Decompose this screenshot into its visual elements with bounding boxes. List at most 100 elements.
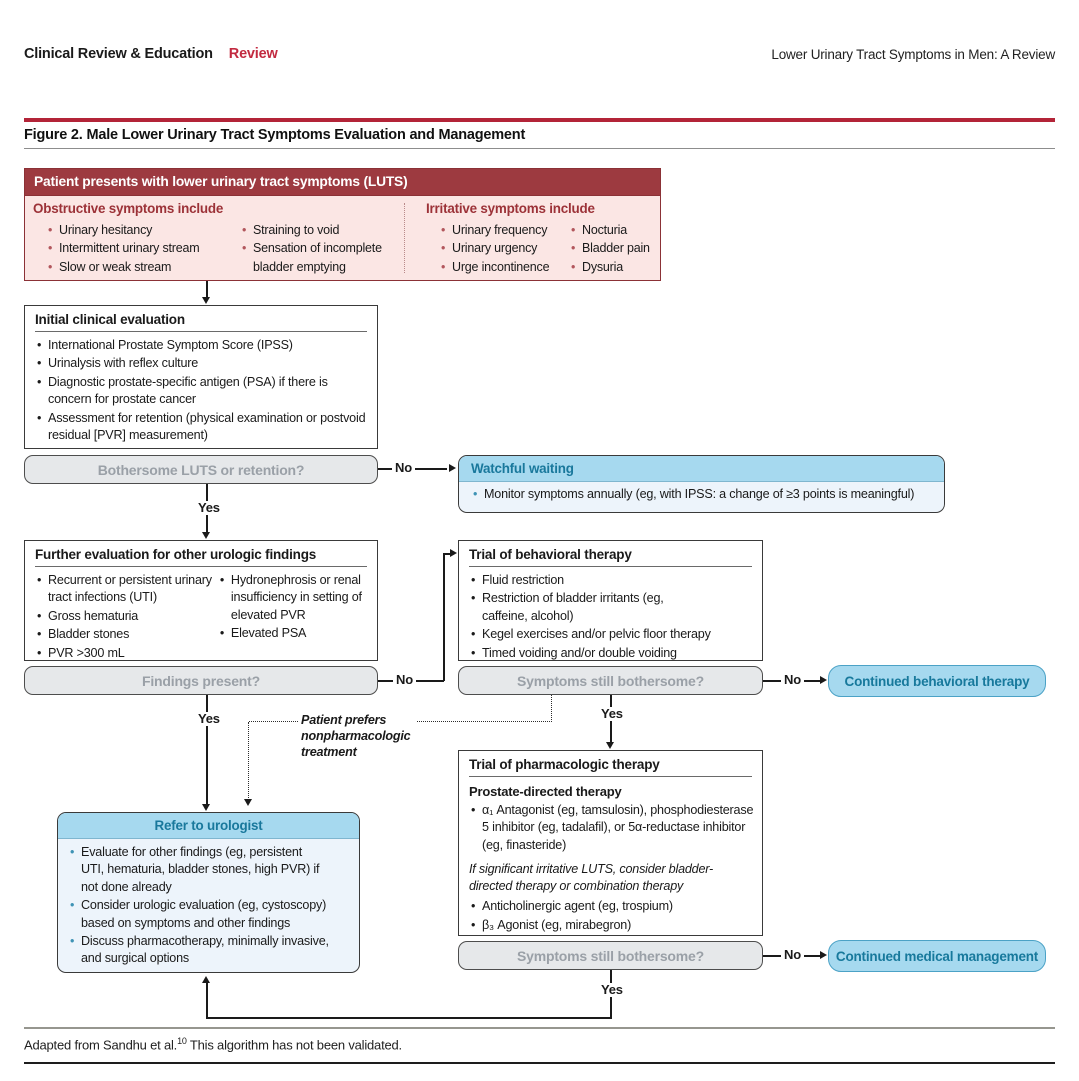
behavioral-therapy-list: Fluid restrictionRestriction of bladder … (459, 572, 762, 662)
title-rule (24, 148, 1055, 149)
connector-line (443, 553, 445, 681)
footnote-reference: 10 (177, 1036, 187, 1046)
list-item: Recurrent or persistent urinary tract in… (37, 572, 214, 607)
behavioral-therapy-title: Trial of behavioral therapy (469, 547, 632, 562)
watchful-waiting-title: Watchful waiting (459, 456, 944, 482)
irritative-luts-note: If significant irritative LUTS, consider… (469, 862, 714, 893)
arrowhead (449, 464, 456, 472)
refer-urologist-list: Evaluate for other findings (eg, persist… (58, 844, 359, 968)
decision-bothersome-luts: Bothersome LUTS or retention? (24, 455, 378, 484)
irritative-list-1: Urinary frequencyUrinary urgencyUrge inc… (430, 221, 558, 277)
connector-line (206, 1017, 612, 1019)
list-item: International Prostate Symptom Score (IP… (37, 337, 371, 355)
irritative-list-2: NocturiaBladder painDysuria (560, 221, 660, 277)
list-item: Diagnostic prostate-specific antigen (PS… (37, 374, 371, 409)
arrowhead (202, 297, 210, 304)
list-item: PVR >300 mL (37, 645, 214, 663)
divider (469, 776, 752, 777)
obstructive-list-1: Urinary hesitancyIntermittent urinary st… (37, 221, 221, 277)
patient-presents-box: Patient presents with lower urinary trac… (24, 168, 661, 196)
obstructive-list-2: Straining to voidSensation of incomplete… (231, 221, 403, 276)
arrowhead (606, 742, 614, 749)
decision-findings-present: Findings present? (24, 666, 378, 695)
journal-section-label: Clinical Review & Education (24, 46, 213, 62)
pharmacologic-therapy-box: Trial of pharmacologic therapy Prostate-… (458, 750, 763, 936)
dotted-connector (248, 722, 249, 800)
connector-line (206, 281, 208, 298)
further-evaluation-list-2: Hydronephrosis or renal insufficiency in… (220, 572, 377, 663)
list-item: Intermittent urinary stream (48, 239, 221, 258)
red-rule (24, 118, 1055, 122)
arrowhead (820, 676, 827, 684)
list-item: Consider urologic evaluation (eg, cystos… (70, 897, 353, 932)
yes-label: Yes (598, 983, 626, 997)
initial-evaluation-title: Initial clinical evaluation (35, 312, 185, 327)
divider (35, 331, 367, 332)
further-evaluation-title: Further evaluation for other urologic fi… (35, 547, 317, 562)
list-item: Kegel exercises and/or pelvic floor ther… (471, 626, 756, 644)
dotted-connector (551, 695, 552, 722)
refer-urologist-title: Refer to urologist (58, 813, 359, 839)
continued-medical-box: Continued medical management (828, 940, 1046, 972)
no-label: No (393, 673, 416, 687)
list-item: Urinary frequency (441, 221, 558, 240)
list-item: Gross hematuria (37, 608, 214, 626)
list-item: Timed voiding and/or double voiding (471, 645, 756, 663)
initial-evaluation-list: International Prostate Symptom Score (IP… (25, 337, 377, 444)
no-label: No (781, 948, 804, 962)
connector-line (443, 553, 451, 555)
list-item: Urinary urgency (441, 239, 558, 258)
initial-evaluation-box: Initial clinical evaluation Internationa… (24, 305, 378, 449)
divider (35, 566, 367, 567)
divider (469, 566, 752, 567)
list-item: β₃ Agonist (eg, mirabegron) (471, 917, 756, 935)
figure-title: Figure 2. Male Lower Urinary Tract Sympt… (24, 127, 526, 143)
yes-label: Yes (195, 712, 223, 726)
prostate-directed-subhead: Prostate-directed therapy (469, 784, 622, 799)
prefers-nonpharmacologic-note: Patient prefers nonpharmacologic treatme… (299, 711, 417, 761)
list-item: Urinary hesitancy (48, 221, 221, 240)
list-item: Dysuria (571, 258, 660, 277)
symptoms-box: Obstructive symptoms include Urinary hes… (24, 196, 661, 281)
list-item: Sensation of incomplete bladder emptying (242, 239, 403, 276)
obstructive-heading: Obstructive symptoms include (33, 201, 224, 216)
arrowhead (244, 799, 252, 806)
arrowhead (202, 532, 210, 539)
list-item: Evaluate for other findings (eg, persist… (70, 844, 322, 896)
watchful-waiting-box: Watchful waiting Monitor symptoms annual… (458, 455, 945, 513)
list-item: Restriction of bladder irritants (eg, ca… (471, 590, 689, 625)
arrowhead (820, 951, 827, 959)
list-item: Straining to void (242, 221, 403, 240)
refer-urologist-box: Refer to urologist Evaluate for other fi… (57, 812, 360, 973)
list-item: Urge incontinence (441, 258, 558, 277)
list-item: Slow or weak stream (48, 258, 221, 277)
list-item: Fluid restriction (471, 572, 756, 590)
arrowhead (202, 976, 210, 983)
symptoms-divider (404, 203, 405, 273)
further-evaluation-box: Further evaluation for other urologic fi… (24, 540, 378, 663)
list-item: Discuss pharmacotherapy, minimally invas… (70, 933, 332, 968)
no-label: No (781, 673, 804, 687)
arrowhead (202, 804, 210, 811)
yes-label: Yes (598, 707, 626, 721)
behavioral-therapy-box: Trial of behavioral therapy Fluid restri… (458, 540, 763, 662)
article-type-label: Review (228, 46, 278, 62)
list-item: Assessment for retention (physical exami… (37, 410, 371, 445)
decision-behavioral-bothersome: Symptoms still bothersome? (458, 666, 763, 695)
running-head: Lower Urinary Tract Symptoms in Men: A R… (771, 47, 1055, 62)
list-item: Anticholinergic agent (eg, trospium) (471, 898, 756, 916)
pharmacologic-therapy-title: Trial of pharmacologic therapy (469, 757, 660, 772)
watchful-waiting-item: Monitor symptoms annually (eg, with IPSS… (473, 486, 938, 504)
list-item: Urinalysis with reflex culture (37, 355, 371, 373)
journal-section-header: Clinical Review & Education Review (24, 46, 278, 62)
connector-line (206, 695, 208, 805)
bottom-rule (24, 1062, 1055, 1064)
arrowhead (450, 548, 457, 557)
connector-line (206, 983, 208, 1018)
list-item: Bladder stones (37, 626, 214, 644)
no-label: No (392, 461, 415, 475)
list-item: Nocturia (571, 221, 660, 240)
footnote-tail: This algorithm has not been validated. (186, 1037, 402, 1053)
yes-label: Yes (195, 501, 223, 515)
